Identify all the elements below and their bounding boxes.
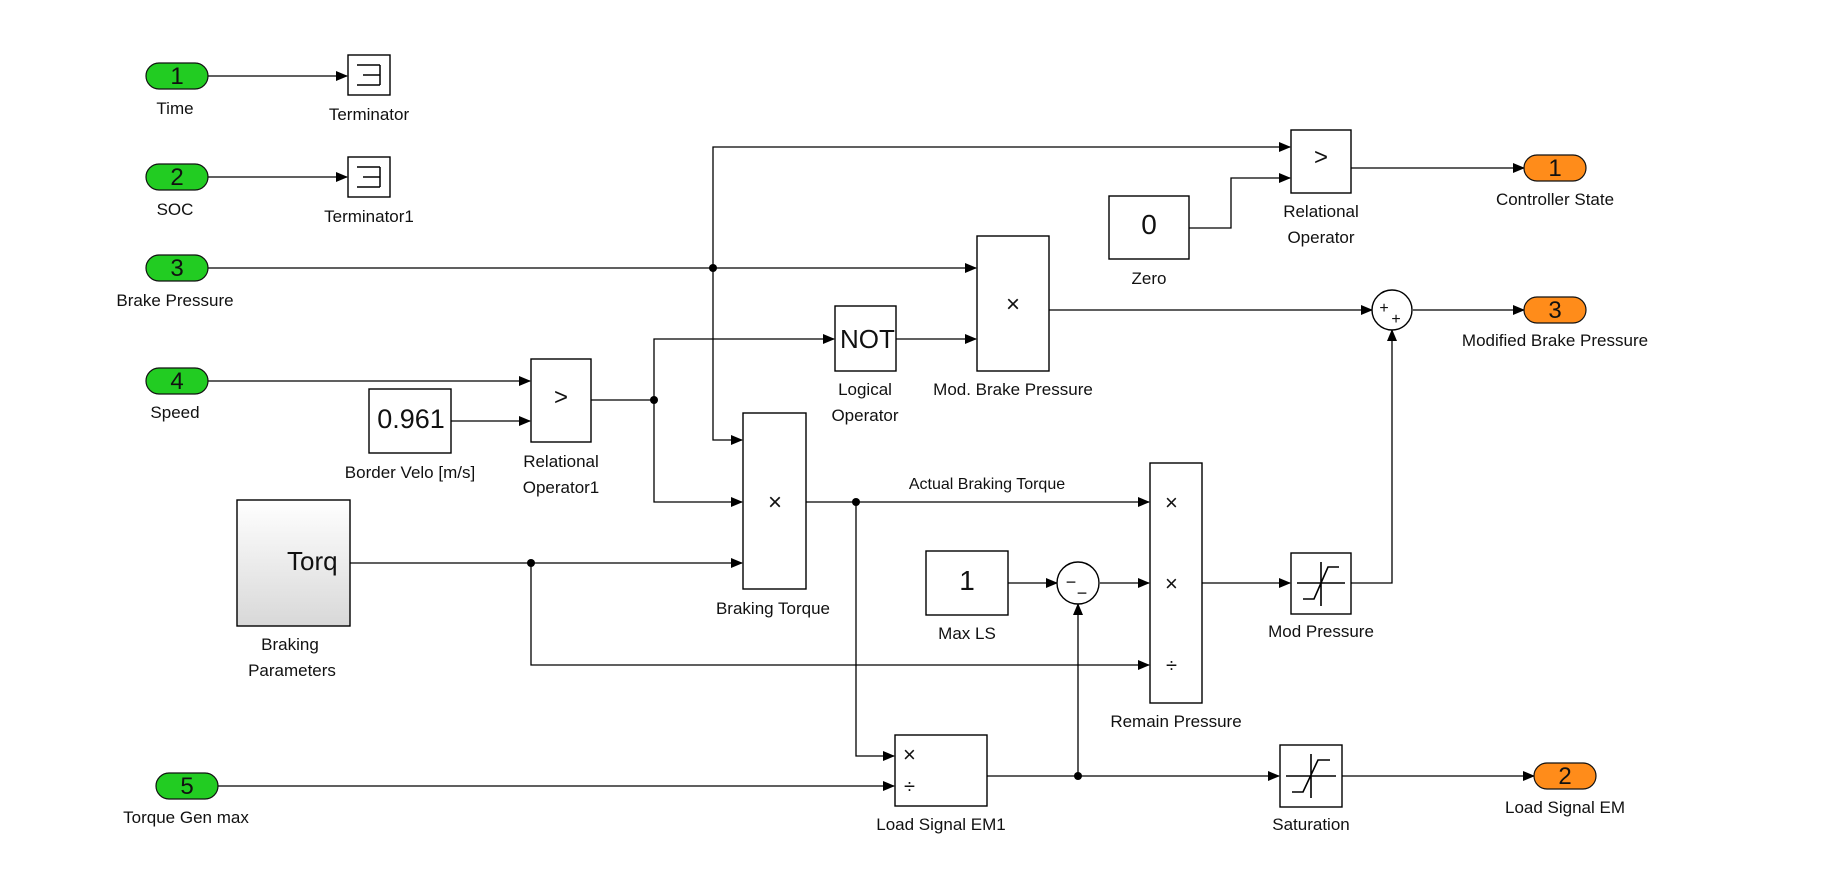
wire-mod-pressure-sum[interactable] — [1351, 329, 1397, 584]
inport-label: Speed — [150, 403, 199, 422]
remain-pressure-block[interactable]: × × ÷ Remain Pressure — [1110, 462, 1242, 731]
inport-label: Brake Pressure — [116, 291, 233, 310]
signal-label-actual-braking-torque: Actual Braking Torque — [909, 476, 1065, 493]
outport-1[interactable]: 1 Controller State — [1496, 154, 1614, 209]
inport-number: 3 — [170, 255, 183, 282]
terminator-icon — [357, 166, 381, 188]
inport-label: Torque Gen max — [123, 808, 249, 827]
braking-parameters-block[interactable]: Torq Braking Parameters — [236, 499, 351, 680]
wire-relop1-logical[interactable] — [591, 334, 835, 401]
block-label: Braking Torque — [716, 599, 830, 618]
block-label: Operator — [831, 406, 898, 425]
wire-torque-load-signal[interactable] — [855, 502, 895, 761]
block-label: Border Velo [m/s] — [345, 463, 475, 482]
outport-label: Modified Brake Pressure — [1462, 331, 1648, 350]
outport-number: 2 — [1558, 763, 1571, 790]
multiply-symbol: × — [1006, 291, 1020, 318]
saturation-icon — [1286, 754, 1336, 798]
mod-pressure-saturation-block[interactable]: Mod Pressure — [1268, 552, 1374, 641]
block-label: Zero — [1132, 269, 1167, 288]
sum-sign-plus: + — [1391, 311, 1400, 328]
block-label: Operator1 — [523, 478, 600, 497]
block-label: Parameters — [248, 661, 336, 680]
inport-number: 5 — [180, 773, 193, 800]
multiply-symbol: × — [1165, 571, 1178, 596]
inport-1[interactable]: 1 Time — [145, 62, 209, 118]
subsystem-port-label: Torq — [287, 546, 338, 576]
outport-label: Controller State — [1496, 190, 1614, 209]
constant-value: 0.961 — [377, 404, 445, 434]
terminator-icon — [357, 64, 381, 86]
subtract-block[interactable]: − − — [1056, 561, 1100, 605]
block-label: Relational — [523, 452, 599, 471]
signal-lines — [208, 71, 1535, 791]
outport-label: Load Signal EM — [1505, 798, 1625, 817]
inport-number: 4 — [170, 368, 183, 395]
inport-5[interactable]: 5 Torque Gen max — [123, 772, 249, 827]
logical-operator-block[interactable]: NOT Logical Operator — [831, 305, 899, 425]
junction-actual-torque — [852, 498, 860, 506]
multiply-symbol: × — [903, 742, 916, 767]
junction-dots — [527, 264, 1082, 780]
outport-number: 3 — [1548, 297, 1561, 324]
relational-operator1-block[interactable]: > Relational Operator1 — [523, 358, 600, 497]
zero-constant-block[interactable]: 0 Zero — [1108, 195, 1190, 288]
multiply-symbol: × — [768, 489, 782, 516]
wire-brake-pressure-braking-torque[interactable] — [712, 268, 743, 445]
relational-operator-block[interactable]: > Relational Operator — [1283, 129, 1359, 247]
divide-symbol: ÷ — [904, 776, 915, 798]
block-label: Braking — [261, 635, 319, 654]
saturation-icon — [1297, 562, 1345, 606]
junction-params — [527, 559, 535, 567]
inport-number: 1 — [170, 63, 183, 90]
saturation-block[interactable]: Saturation — [1272, 744, 1350, 834]
sum-block[interactable]: + + — [1371, 289, 1413, 331]
subtract-sign: − — [1066, 572, 1077, 592]
junction-load-signal — [1074, 772, 1082, 780]
block-label: Operator — [1287, 228, 1354, 247]
inport-number: 2 — [170, 164, 183, 191]
wire-relop1-braking-torque[interactable] — [653, 400, 743, 507]
wire-brake-pressure-relop[interactable] — [712, 142, 1291, 268]
wire-zero-relop[interactable] — [1189, 173, 1291, 229]
divide-symbol: ÷ — [1166, 655, 1177, 677]
junction-brake-pressure — [709, 264, 717, 272]
load-signal-em1-block[interactable]: × ÷ Load Signal EM1 — [876, 734, 1006, 834]
max-ls-constant-block[interactable]: 1 Max LS — [925, 550, 1009, 643]
junction-relop1 — [650, 396, 658, 404]
block-label: Load Signal EM1 — [876, 815, 1005, 834]
greater-than-symbol: > — [1314, 144, 1328, 171]
block-label: Mod. Brake Pressure — [933, 380, 1093, 399]
inport-label: SOC — [157, 200, 194, 219]
outport-2[interactable]: 2 Load Signal EM — [1505, 762, 1625, 817]
outport-3[interactable]: 3 Modified Brake Pressure — [1462, 296, 1648, 350]
block-label: Relational — [1283, 202, 1359, 221]
mod-brake-pressure-block[interactable]: × Mod. Brake Pressure — [933, 235, 1093, 399]
block-label: Remain Pressure — [1110, 712, 1241, 731]
subtract-sign: − — [1077, 583, 1088, 603]
constant-value: 0 — [1141, 209, 1157, 240]
inport-4[interactable]: 4 Speed — [145, 367, 209, 422]
inport-2[interactable]: 2 SOC — [145, 163, 209, 219]
terminator-block[interactable]: Terminator — [329, 54, 410, 124]
block-label: Terminator — [329, 105, 410, 124]
border-velo-constant-block[interactable]: 0.961 Border Velo [m/s] — [345, 388, 475, 482]
block-label: Mod Pressure — [1268, 622, 1374, 641]
outport-number: 1 — [1548, 155, 1561, 182]
wire-params-remain-pressure[interactable] — [530, 563, 1150, 670]
not-operator-text: NOT — [840, 324, 895, 354]
inport-label: Time — [156, 99, 193, 118]
inport-3[interactable]: 3 Brake Pressure — [116, 254, 234, 310]
braking-torque-block[interactable]: × Braking Torque — [716, 412, 830, 618]
block-label: Max LS — [938, 624, 996, 643]
block-label: Saturation — [1272, 815, 1350, 834]
terminator1-block[interactable]: Terminator1 — [324, 156, 414, 226]
constant-value: 1 — [959, 565, 975, 596]
greater-than-symbol: > — [554, 384, 568, 411]
block-label: Terminator1 — [324, 207, 414, 226]
block-label: Logical — [838, 380, 892, 399]
sum-sign-plus: + — [1379, 300, 1388, 317]
multiply-symbol: × — [1165, 490, 1178, 515]
